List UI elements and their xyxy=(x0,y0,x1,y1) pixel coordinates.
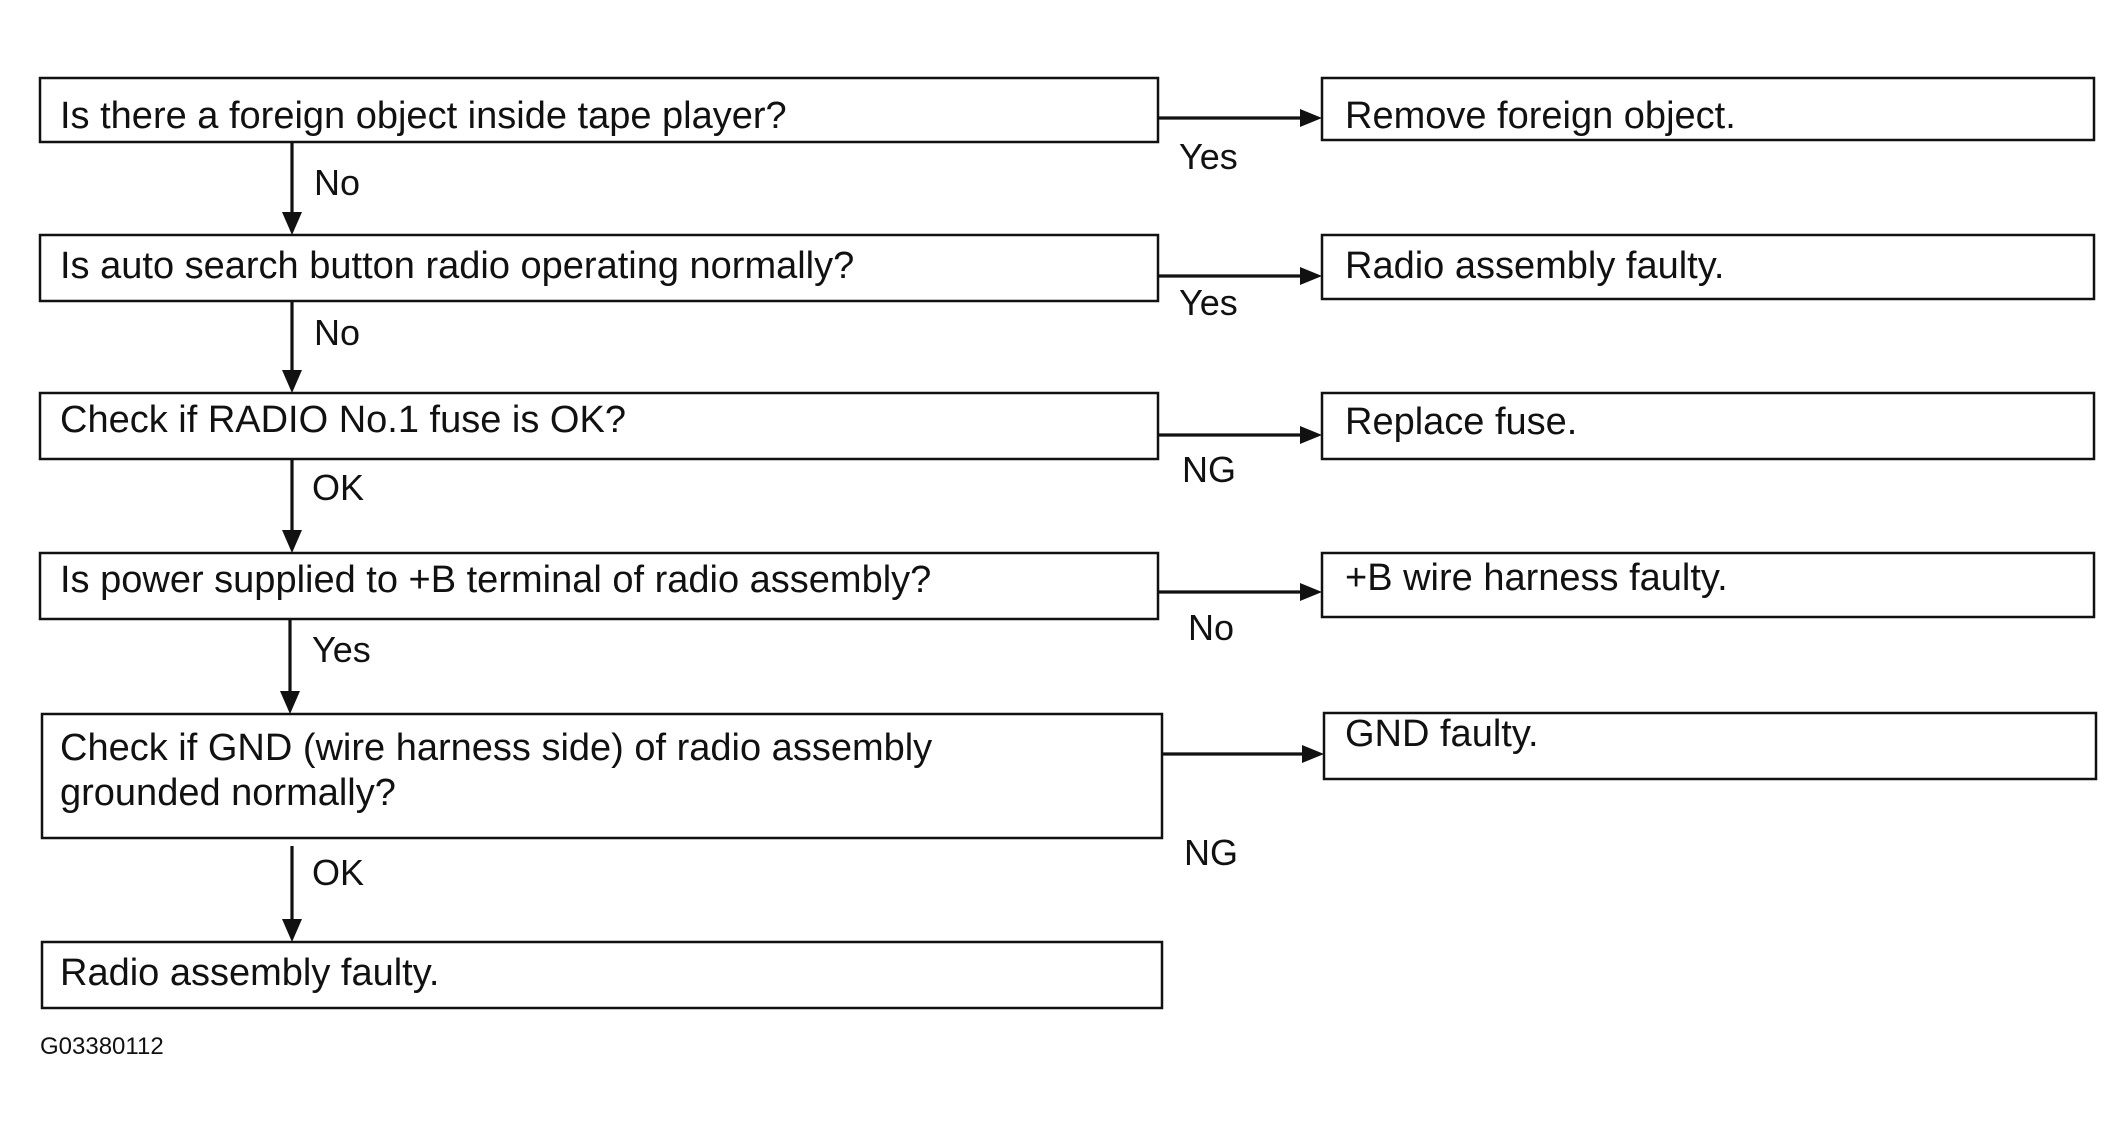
result-5-text: GND faulty. xyxy=(1345,713,1539,755)
down-arrowhead-2 xyxy=(282,370,302,393)
question-box-4 xyxy=(38,551,1160,621)
branch-label-3: NG xyxy=(1182,449,1236,490)
branch-label-5: NG xyxy=(1184,832,1238,873)
result-box-5 xyxy=(1322,711,2098,781)
down-label-5: OK xyxy=(312,852,364,893)
figure-id: G03380112 xyxy=(40,1033,164,1060)
question-5-text-line-2: grounded normally? xyxy=(60,772,396,814)
down-arrowhead-3 xyxy=(282,530,302,553)
question-box-5 xyxy=(40,712,1164,840)
down-label-3: OK xyxy=(312,467,364,508)
result-1-text: Remove foreign object. xyxy=(1345,95,1736,137)
down-label-2: No xyxy=(314,312,360,353)
right-arrowhead-2 xyxy=(1300,267,1322,285)
branch-label-4: No xyxy=(1188,607,1234,648)
question-box-3 xyxy=(38,391,1160,461)
result-3-text: Replace fuse. xyxy=(1345,401,1577,443)
right-arrowhead-3 xyxy=(1300,426,1322,444)
question-1-text: Is there a foreign object inside tape pl… xyxy=(60,95,787,137)
result-box-1 xyxy=(1320,76,2096,142)
down-arrowhead-1 xyxy=(282,212,302,235)
result-4-text: +B wire harness faulty. xyxy=(1345,557,1728,599)
final-result-text: Radio assembly faulty. xyxy=(60,952,439,994)
right-arrowhead-1 xyxy=(1300,109,1322,127)
result-box-2 xyxy=(1320,233,2096,301)
question-4-text: Is power supplied to +B terminal of radi… xyxy=(60,559,931,601)
final-result-box xyxy=(40,940,1164,1010)
down-label-1: No xyxy=(314,162,360,203)
down-label-4: Yes xyxy=(312,629,371,670)
result-2-text: Radio assembly faulty. xyxy=(1345,245,1724,287)
result-box-3 xyxy=(1320,391,2096,461)
question-2-text: Is auto search button radio operating no… xyxy=(60,245,854,287)
result-box-4 xyxy=(1320,551,2096,619)
right-arrowhead-4 xyxy=(1300,583,1322,601)
down-arrowhead-5 xyxy=(282,919,302,942)
question-3-text: Check if RADIO No.1 fuse is OK? xyxy=(60,399,626,441)
question-box-1 xyxy=(38,76,1160,144)
question-5-text-line-1: Check if GND (wire harness side) of radi… xyxy=(60,727,932,769)
down-arrowhead-4 xyxy=(280,691,300,714)
right-arrowhead-5 xyxy=(1302,745,1324,763)
question-box-2 xyxy=(38,233,1160,303)
branch-label-1: Yes xyxy=(1179,136,1238,177)
branch-label-2: Yes xyxy=(1179,282,1238,323)
